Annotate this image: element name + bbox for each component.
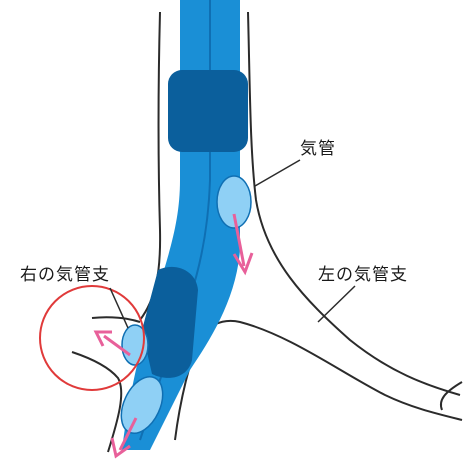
right-bronchus-lower-wall: [72, 352, 121, 452]
right-bronchus-label: 右の気管支: [20, 260, 110, 285]
tracheal-cuff: [168, 70, 248, 152]
trachea-label: 気管: [300, 134, 336, 159]
left-bronchus-label: 左の気管支: [318, 260, 408, 285]
left-lower-curve: [441, 382, 462, 410]
trachea-leader-line: [255, 160, 300, 186]
right-bronchus-upper-wall: [92, 317, 140, 322]
bronchial-cuff: [142, 267, 198, 378]
left-bronchus-leader-line: [318, 286, 355, 322]
